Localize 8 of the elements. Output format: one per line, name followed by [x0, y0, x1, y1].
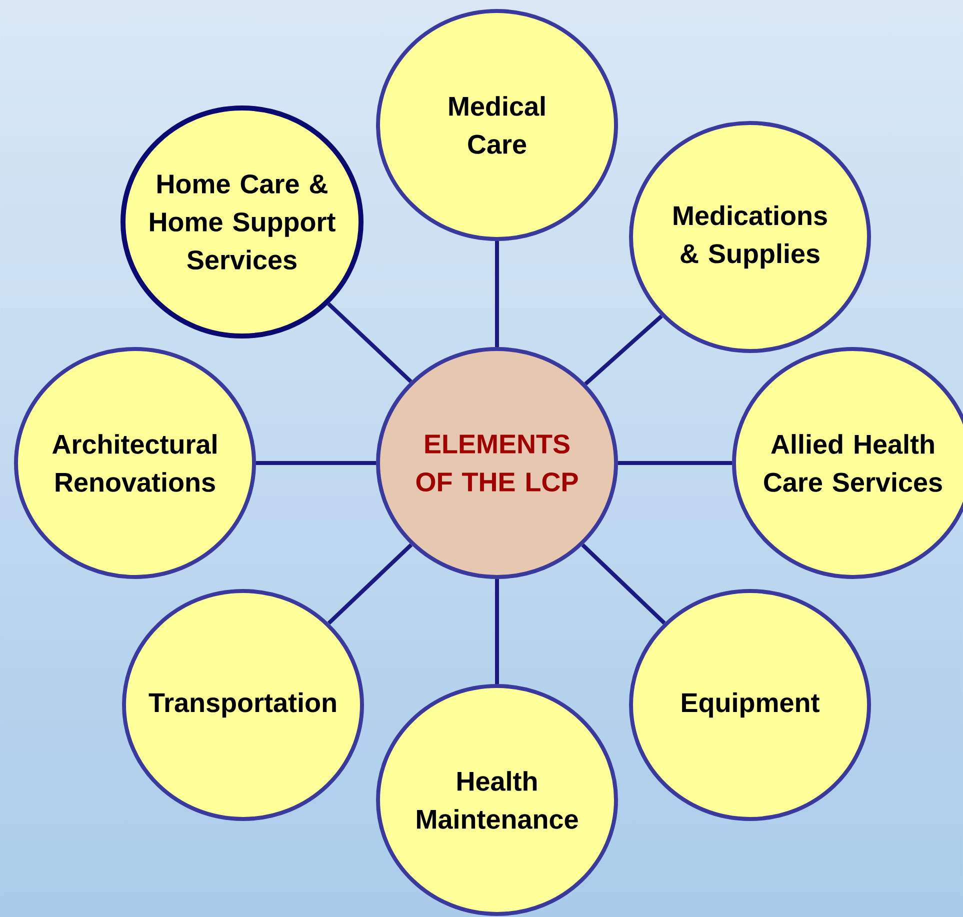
connector-line — [495, 241, 499, 347]
connector-line — [495, 579, 499, 684]
connector-line — [327, 302, 412, 384]
connector-line — [581, 543, 666, 625]
connector-line — [618, 461, 732, 465]
connector-line — [256, 461, 376, 465]
connector-line — [584, 314, 663, 386]
connector-line — [327, 543, 413, 625]
